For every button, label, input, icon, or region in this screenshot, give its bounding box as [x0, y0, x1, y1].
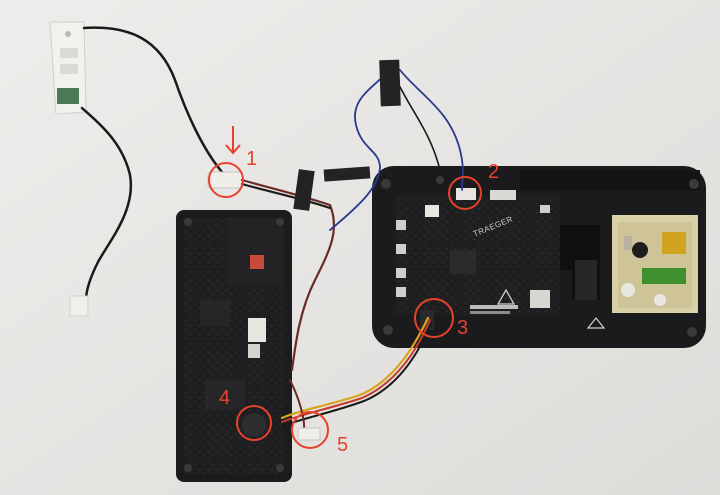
warning-triangle-icon [496, 288, 516, 305]
connector-5 [297, 427, 321, 441]
highlight-circle-icon [414, 298, 454, 338]
power-supply-board [612, 215, 698, 313]
probe-circuit [57, 88, 79, 104]
highlight-circle-icon [236, 405, 272, 441]
callout-label-2: 2 [488, 161, 500, 183]
connector-2 [456, 188, 476, 200]
highlight-circle-icon [291, 411, 329, 449]
highlight-circle-icon [448, 176, 482, 210]
cables [69, 26, 464, 441]
qr-label [425, 205, 439, 217]
callout-label-1: 1 [246, 148, 258, 170]
rotary-encoder [242, 413, 266, 437]
highlight-circle-icon [208, 162, 244, 198]
warning-triangle-icon [586, 317, 606, 329]
connector-1 [207, 171, 243, 189]
down-arrow-icon [225, 126, 241, 155]
temperature-probe-housing [49, 21, 87, 115]
green-component [642, 268, 686, 284]
annotations [208, 126, 482, 449]
callout-label-3: 3 [457, 317, 469, 339]
display-board [176, 210, 292, 482]
tape-strips [293, 59, 401, 211]
callout-label-5: 5 [337, 434, 349, 456]
transformer [662, 232, 686, 254]
white-connector [69, 295, 89, 317]
callout-label-4: 4 [219, 387, 231, 409]
label-sticker [248, 318, 266, 342]
